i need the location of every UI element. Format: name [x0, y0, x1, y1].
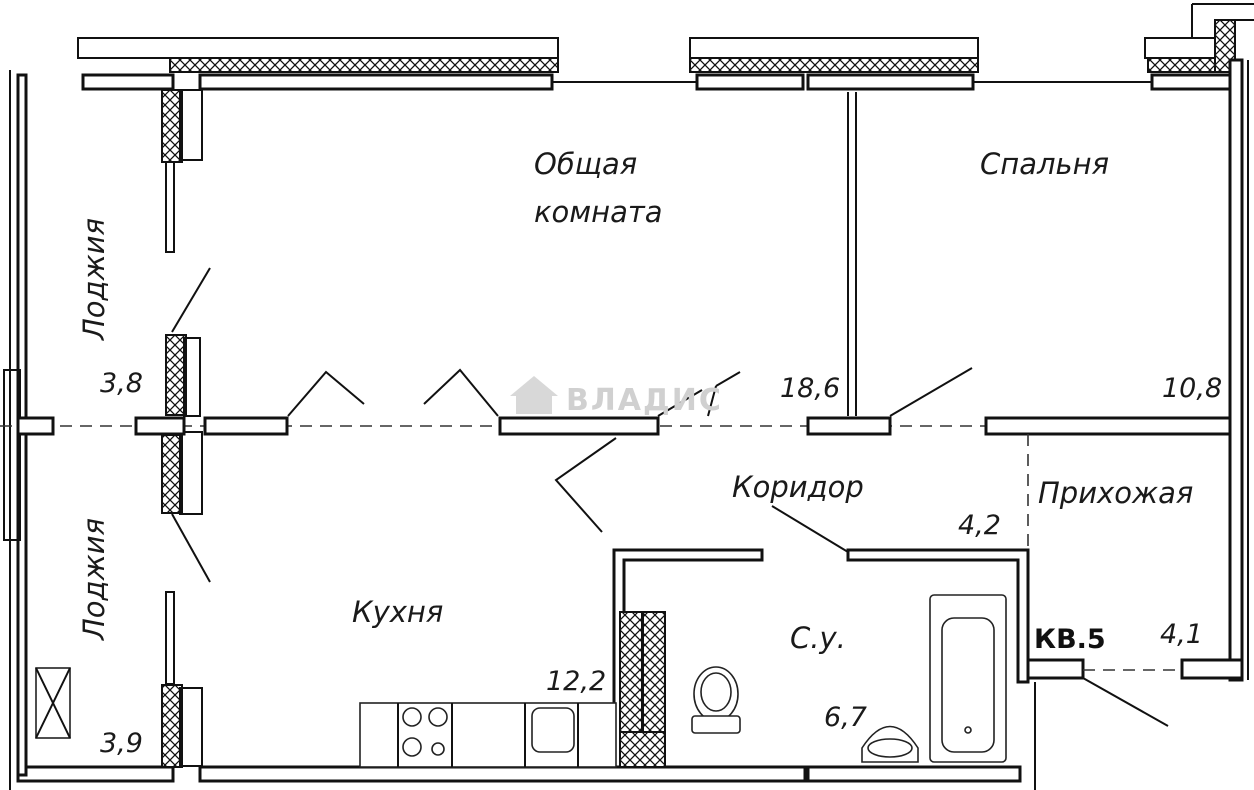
- watermark: ВЛАДИС: [510, 376, 723, 418]
- living-room-label-line2: комната: [534, 195, 663, 229]
- loggia-top-area: 3,8: [100, 368, 143, 399]
- bathroom-area: 6,7: [824, 702, 867, 733]
- air-conditioner-icon: [35, 667, 71, 739]
- hall-area: 4,1: [1160, 619, 1203, 650]
- loggia-partition: [161, 89, 211, 768]
- kitchen-label: Кухня: [352, 595, 443, 629]
- corridor-label: Коридор: [732, 470, 864, 504]
- stove-icon: [402, 707, 448, 757]
- bathtub-icon: [929, 594, 1007, 763]
- watermark-text: ВЛАДИС: [566, 383, 723, 418]
- bedroom-area: 10,8: [1162, 373, 1222, 404]
- loggia-bottom-area: 3,9: [100, 728, 143, 759]
- apartment-number-label: КВ.5: [1034, 624, 1106, 655]
- bedroom-label: Спальня: [980, 147, 1109, 181]
- door-swings: [287, 367, 1169, 727]
- washbasin-icon: [861, 725, 919, 763]
- sink-icon: [531, 707, 575, 753]
- bathroom-label: С.у.: [790, 621, 846, 655]
- living-room-label-line1: Общая: [534, 147, 637, 181]
- hall-label: Прихожая: [1038, 476, 1193, 510]
- living-room-area: 18,6: [780, 373, 840, 404]
- kitchen-area: 12,2: [546, 666, 606, 697]
- kitchen-counter: [359, 702, 617, 768]
- loggia-bottom-label: Лоджия: [77, 518, 111, 641]
- interior-walls: [0, 92, 1244, 769]
- loggia-top-label: Лоджия: [77, 218, 111, 341]
- room-labels: Общая комната 18,6 Спальня 10,8 Коридор …: [77, 147, 1222, 759]
- corridor-area: 4,2: [958, 510, 1001, 541]
- toilet-icon: [691, 666, 741, 734]
